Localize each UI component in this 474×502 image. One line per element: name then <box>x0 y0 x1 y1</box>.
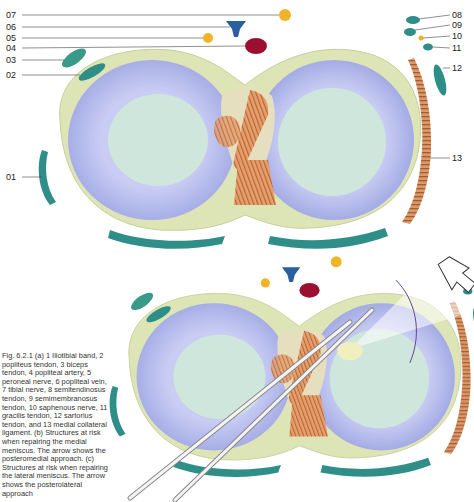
callout-number: 10 <box>452 31 462 41</box>
callout-number: 01 <box>6 172 16 182</box>
callout-number: 08 <box>452 10 462 20</box>
callout-number: 06 <box>6 22 16 32</box>
approach-arrow <box>437 254 474 296</box>
callout-number: 04 <box>6 43 16 53</box>
callout-number: 11 <box>452 43 461 53</box>
meniscal-zone <box>337 342 363 360</box>
callout-number: 03 <box>6 55 16 65</box>
callout-number: 13 <box>452 153 462 163</box>
callout-number: 12 <box>452 63 462 73</box>
figure-caption: Fig. 6.2.1 (a) 1 Iliotibial band, 2 popl… <box>2 352 110 498</box>
callout-number: 02 <box>6 70 16 80</box>
meniscal-tear <box>396 280 416 363</box>
callout-number: 07 <box>6 10 16 20</box>
leader-lines <box>22 15 450 177</box>
instruments <box>130 310 372 500</box>
callout-number: 05 <box>6 33 16 43</box>
callout-number: 09 <box>452 20 462 30</box>
knee-section-a <box>39 9 449 249</box>
